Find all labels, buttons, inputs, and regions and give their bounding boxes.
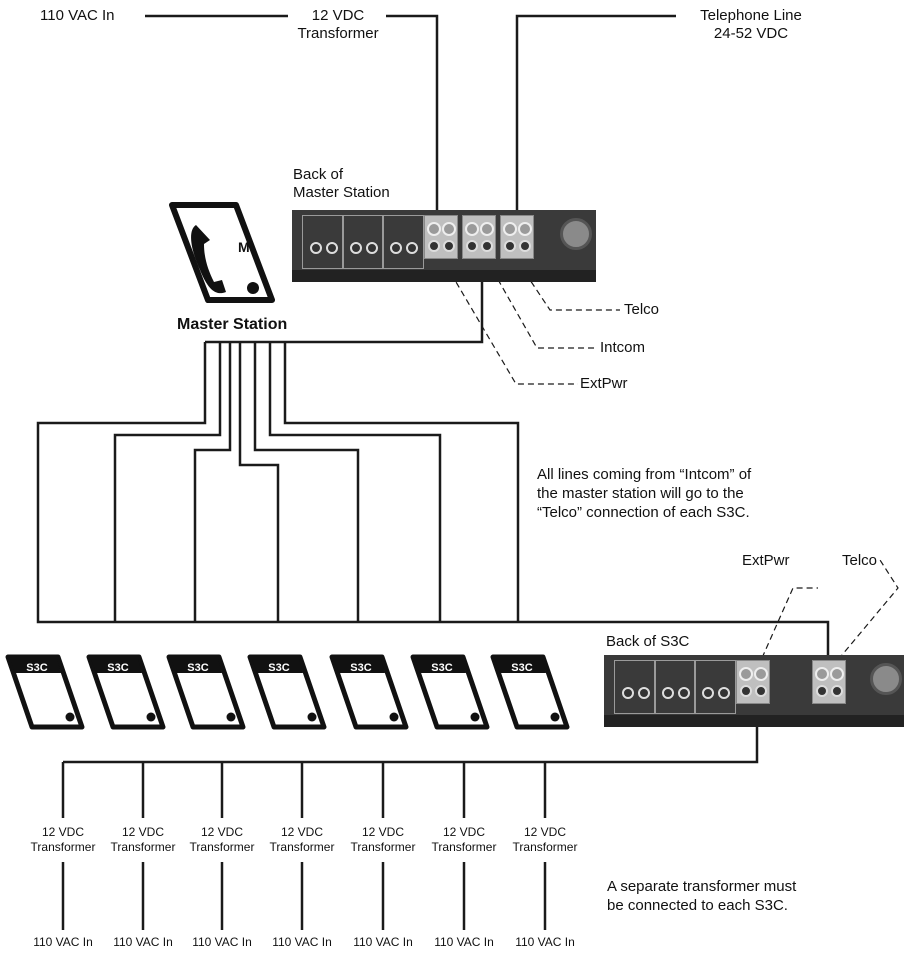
telephone-line-wire — [515, 14, 676, 222]
bottom-ac-in-label: 110 VAC In — [353, 935, 413, 949]
master-to-intcom-wire — [205, 268, 484, 344]
s3c-device-icon: S3C — [166, 654, 246, 730]
fanout-line-6 — [268, 342, 442, 622]
intcom-note-line1: All lines coming from “Intcom” of — [537, 466, 752, 483]
master-board-image — [292, 210, 596, 282]
s3c-device-icon: S3C — [410, 654, 490, 730]
s3c-icons: S3C S3C S3C S3C S3C S3C S3C — [5, 654, 570, 730]
bottom-transformer-line1: 12 VDC — [523, 825, 567, 839]
s3c-board-image — [604, 655, 904, 727]
fanout-line-1 — [36, 342, 830, 655]
bottom-ac-in-label: 110 VAC In — [434, 935, 494, 949]
fanout-line-7 — [283, 342, 520, 622]
bottom-ac-in-label: 110 VAC In — [515, 935, 575, 949]
s3c-device-icon: S3C — [329, 654, 409, 730]
bottom-transformer-line2: Transformer — [189, 840, 255, 854]
transformer-note-line2: be connected to each S3C. — [607, 897, 788, 914]
fanout-line-5 — [253, 342, 360, 622]
telephone-line-label: Telephone Line 24-52 VDC — [676, 7, 826, 43]
master-icon-letter-glyph: M — [238, 239, 250, 255]
master-station-icon: M — [169, 202, 275, 303]
bottom-ac-in-label: 110 VAC In — [272, 935, 332, 949]
bottom-ac-in-label: 110 VAC In — [192, 935, 252, 949]
back-of-master-line1: Back of — [293, 166, 344, 183]
terminal-label-intcom: Intcom — [600, 339, 646, 356]
s3c-extpwr-label: ExtPwr — [742, 552, 790, 569]
fanout-line-2 — [113, 342, 222, 622]
s3c-unit-label: S3C — [26, 662, 47, 674]
s3c-telco-label: Telco — [842, 552, 878, 569]
bottom-transformer-line1: 12 VDC — [442, 825, 486, 839]
back-of-s3c-label: Back of S3C — [606, 633, 690, 650]
fanout-line-4 — [238, 342, 280, 622]
transformer-note-line1: A separate transformer must — [607, 878, 797, 895]
extpwr-leader — [445, 264, 578, 385]
s3c-extpwr-leader — [757, 587, 818, 668]
intcom-note: All lines coming from “Intcom” of the ma… — [537, 465, 751, 522]
telephone-line2: 24-52 VDC — [713, 25, 789, 42]
bottom-transformer-line2: Transformer — [512, 840, 578, 854]
s3c-device-icon: S3C — [86, 654, 166, 730]
s3c-telco-leader — [831, 557, 899, 668]
s3c-unit-label: S3C — [511, 662, 532, 674]
fanout-line-3 — [193, 342, 232, 622]
bottom-transformer-line2: Transformer — [431, 840, 497, 854]
transformer-note: A separate transformer must be connected… — [607, 877, 796, 915]
bottom-ac-in-label: 110 VAC In — [33, 935, 93, 949]
bottom-transformer-line1: 12 VDC — [200, 825, 244, 839]
intcom-note-line3: “Telco” connection of each S3C. — [537, 504, 750, 521]
bottom-ac-in-label: 110 VAC In — [113, 935, 173, 949]
s3c-unit-label: S3C — [268, 662, 289, 674]
telco-leader — [519, 264, 620, 311]
s3c-power-bus — [63, 712, 759, 764]
top-transformer-line2: Transformer — [297, 25, 379, 42]
top-ac-in-label: 110 VAC In — [40, 7, 115, 24]
bottom-transformer-line1: 12 VDC — [280, 825, 324, 839]
bottom-transformer-line2: Transformer — [350, 840, 416, 854]
top-transformer-line1: 12 VDC — [311, 7, 365, 24]
terminal-label-extpwr: ExtPwr — [580, 375, 628, 392]
s3c-unit-label: S3C — [350, 662, 371, 674]
bottom-transformer-line1: 12 VDC — [361, 825, 405, 839]
intcom-leader — [487, 261, 598, 349]
intcom-note-line2: the master station will go to the — [537, 485, 744, 502]
back-of-master-line2: Master Station — [293, 184, 390, 201]
top-transformer-label: 12 VDC Transformer — [288, 7, 388, 43]
bottom-transformer-line2: Transformer — [110, 840, 176, 854]
s3c-device-icon: S3C — [5, 654, 85, 730]
back-of-master-label: Back of Master Station — [293, 166, 390, 202]
telephone-line1: Telephone Line — [700, 7, 802, 24]
terminal-label-telco: Telco — [624, 301, 660, 318]
bottom-transformer-line1: 12 VDC — [41, 825, 85, 839]
s3c-unit-label: S3C — [187, 662, 208, 674]
master-station-title: Master Station — [177, 316, 288, 333]
bottom-transformer-line2: Transformer — [30, 840, 96, 854]
s3c-device-icon: S3C — [247, 654, 327, 730]
bottom-transformer-line1: 12 VDC — [121, 825, 165, 839]
transformer-to-master-wire — [386, 14, 439, 222]
s3c-unit-label: S3C — [107, 662, 128, 674]
s3c-unit-label: S3C — [431, 662, 452, 674]
bottom-transformer-line2: Transformer — [269, 840, 335, 854]
s3c-device-icon: S3C — [490, 654, 570, 730]
